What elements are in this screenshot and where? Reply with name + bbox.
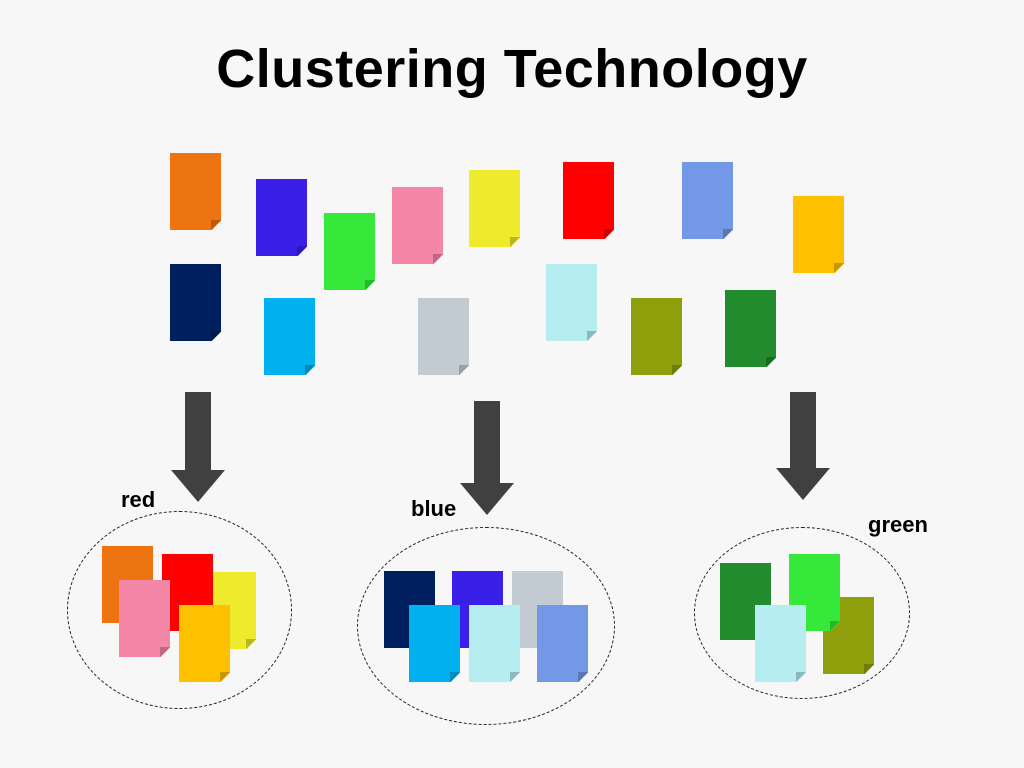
document-card-cornflower bbox=[682, 162, 733, 239]
document-card-green bbox=[324, 213, 375, 290]
document-card-silver bbox=[418, 298, 469, 375]
document-card-paleCyan bbox=[546, 264, 597, 341]
document-card-red bbox=[563, 162, 614, 239]
document-card-amber bbox=[179, 605, 230, 682]
document-card-sky bbox=[264, 298, 315, 375]
document-card-pink bbox=[119, 580, 170, 657]
cluster-ellipse-blue bbox=[357, 527, 615, 725]
document-card-navy bbox=[170, 264, 221, 341]
cluster-label-green: green bbox=[868, 512, 928, 537]
document-card-orange bbox=[170, 153, 221, 230]
document-card-yellow bbox=[469, 170, 520, 247]
page-title: Clustering Technology bbox=[216, 39, 808, 99]
document-card-blue bbox=[256, 179, 307, 256]
cluster-label-red: red bbox=[121, 487, 156, 512]
document-card-sky bbox=[409, 605, 460, 682]
document-card-paleCyan bbox=[469, 605, 520, 682]
cluster-label-blue: blue bbox=[411, 496, 457, 521]
cluster-ellipse-red bbox=[67, 511, 292, 709]
document-card-olive bbox=[631, 298, 682, 375]
cluster-ellipse-green bbox=[694, 527, 910, 699]
document-card-amber bbox=[793, 196, 844, 273]
document-card-darkGreen bbox=[725, 290, 776, 367]
document-card-paleCyan bbox=[755, 605, 806, 682]
document-card-cornflower bbox=[537, 605, 588, 682]
document-card-pink bbox=[392, 187, 443, 264]
